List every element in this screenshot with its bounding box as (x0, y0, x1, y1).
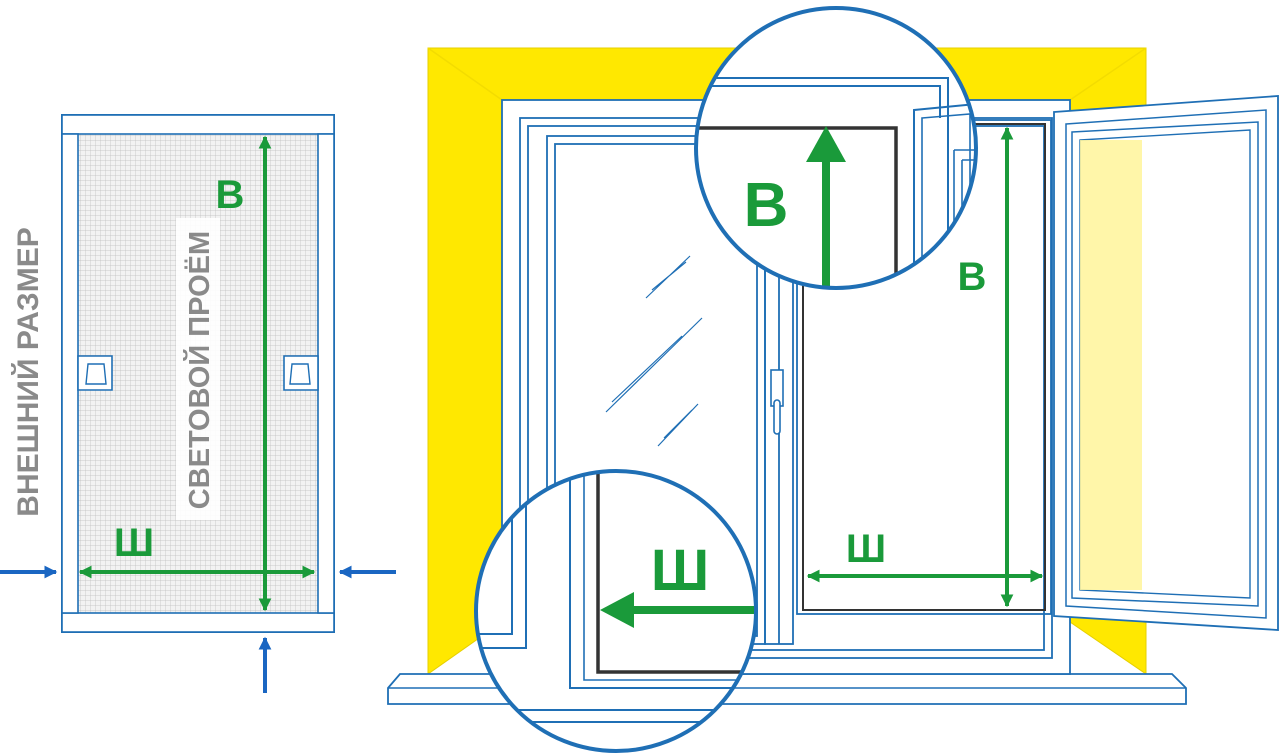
net-height-letter: В (216, 173, 245, 217)
open-sash (1053, 95, 1279, 631)
light-opening-label: СВЕТОВОЙ ПРОЁМ (182, 231, 216, 509)
opening-height-letter: В (958, 255, 987, 299)
mosquito-net-panel (61, 114, 335, 633)
opening-width-letter: Ш (846, 527, 886, 571)
outer-size-label: ВНЕШНИЙ РАЗМЕР (11, 227, 45, 516)
zoom-detail-top (694, 6, 978, 290)
net-width-letter: Ш (114, 521, 154, 565)
clip-right (283, 355, 319, 391)
zoom-detail-bottom (474, 469, 758, 753)
zoom-height-letter: В (744, 171, 789, 240)
window-handle (770, 369, 784, 435)
clip-left (77, 355, 113, 391)
zoom-width-letter: Ш (651, 538, 709, 603)
